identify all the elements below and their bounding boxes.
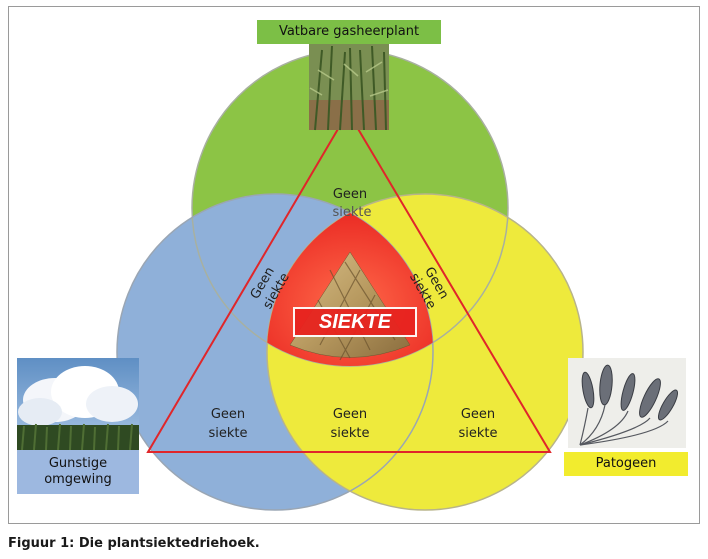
maize-field-photo — [309, 44, 389, 131]
figure-caption: Figuur 1: Die plantsiektedriehoek. — [8, 536, 260, 551]
disease-label: SIEKTE — [319, 311, 392, 333]
svg-text:Geen: Geen — [211, 407, 245, 422]
pathogen-only-label: Geen siekte — [458, 407, 497, 441]
svg-text:siekte: siekte — [208, 426, 247, 441]
svg-text:siekte: siekte — [332, 205, 371, 220]
environment-pathogen-label: Geen siekte — [330, 407, 369, 441]
svg-text:Geen: Geen — [461, 407, 495, 422]
host-tag: Vatbare gasheerplant — [257, 20, 441, 44]
environment-only-label: Geen siekte — [208, 407, 247, 441]
svg-text:siekte: siekte — [458, 426, 497, 441]
cloud-sky-photo — [17, 358, 139, 451]
svg-text:Geen: Geen — [333, 407, 367, 422]
pathogen-tag: Patogeen — [564, 452, 688, 476]
fungal-spores-illustration — [568, 358, 686, 448]
environment-tag-text: Gunstige omgewing — [44, 455, 112, 487]
svg-text:Geen: Geen — [333, 187, 367, 202]
svg-text:siekte: siekte — [330, 426, 369, 441]
host-only-label: Geen siekte — [332, 187, 371, 220]
disease-triangle-diagram: SIEKTE Geen siekte Geen siekte Geen siek… — [17, 44, 686, 511]
disease-triangle-outline — [146, 110, 552, 453]
environment-tag: Gunstige omgewing — [17, 450, 139, 494]
